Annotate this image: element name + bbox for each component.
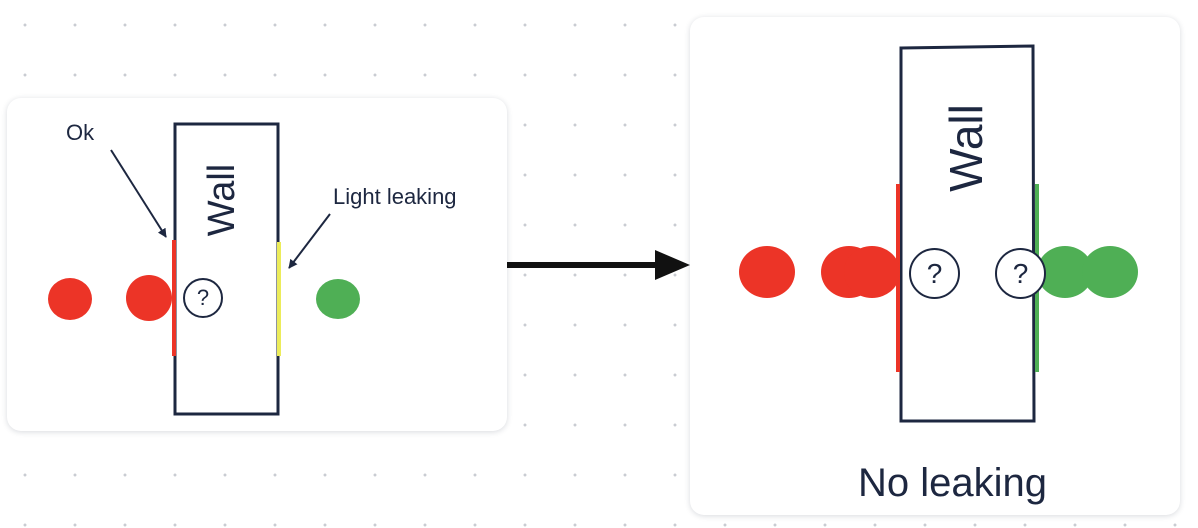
red-light-source-right bbox=[739, 246, 795, 298]
leak-pointer-icon bbox=[288, 213, 331, 269]
question-mark-glyph-green-side: ? bbox=[1012, 257, 1029, 289]
green-light-cluster-b bbox=[1082, 246, 1138, 298]
red-light-source bbox=[48, 278, 92, 320]
wall-label-left: Wall bbox=[201, 163, 243, 237]
ok-label: Ok bbox=[66, 120, 95, 145]
right-arrow-icon bbox=[655, 250, 690, 280]
question-mark-glyph-red-side: ? bbox=[926, 257, 943, 289]
question-mark-icon-red-side: ? bbox=[909, 248, 960, 299]
wall-outline-right bbox=[899, 44, 1036, 423]
green-light-cluster-a bbox=[1037, 246, 1093, 298]
green-light-source bbox=[316, 279, 360, 319]
wall-label-right: Wall bbox=[940, 104, 992, 192]
light-leaking-label: Light leaking bbox=[333, 184, 457, 209]
ok-pointer-icon bbox=[110, 149, 167, 238]
question-mark-icon: ? bbox=[183, 278, 223, 318]
question-mark-glyph: ? bbox=[196, 285, 210, 310]
no-leaking-caption: No leaking bbox=[858, 461, 1048, 505]
before-panel bbox=[7, 98, 507, 431]
red-light-cluster-b bbox=[844, 246, 900, 298]
question-mark-icon-green-side: ? bbox=[995, 248, 1046, 299]
red-light-near-wall bbox=[126, 275, 172, 321]
